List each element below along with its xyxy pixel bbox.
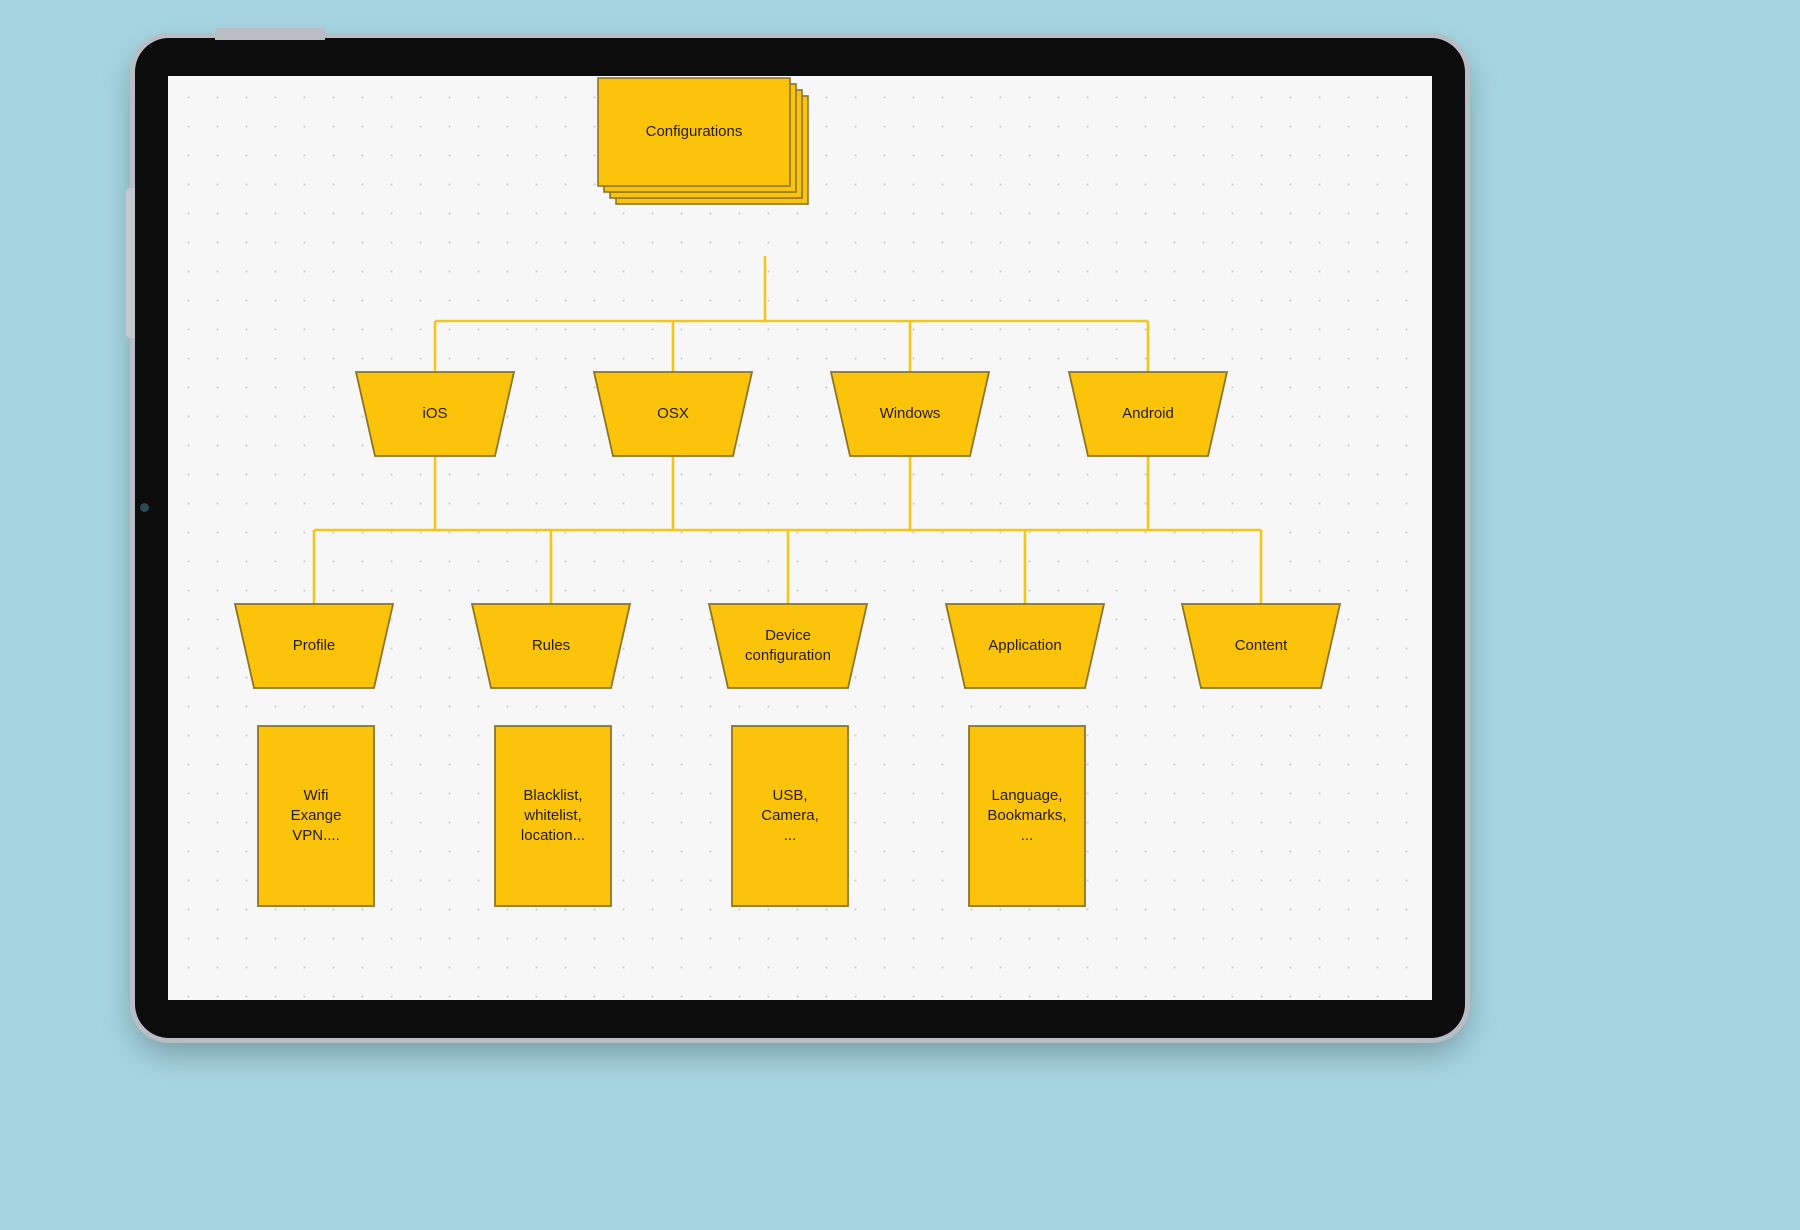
node-rules-shape bbox=[470, 603, 632, 689]
node-device-configuration-shape bbox=[707, 603, 869, 689]
level3-node-group[interactable] bbox=[233, 603, 1342, 689]
node-ios-shape bbox=[354, 371, 516, 457]
diagram-canvas[interactable]: Configurations iOS OSX Windows Android P… bbox=[168, 76, 1432, 1000]
node-application-shape bbox=[944, 603, 1106, 689]
node-profile-shape bbox=[233, 603, 395, 689]
tablet-side-bezel bbox=[126, 188, 135, 338]
node-application-detail-shape bbox=[968, 725, 1086, 907]
connector-group bbox=[312, 256, 1263, 604]
node-content-shape bbox=[1180, 603, 1342, 689]
node-configurations[interactable] bbox=[597, 77, 809, 205]
node-windows-shape bbox=[829, 371, 991, 457]
tablet-antenna-nub bbox=[215, 28, 325, 40]
level2-node-group[interactable] bbox=[354, 371, 1229, 457]
tablet-device-frame: Configurations iOS OSX Windows Android P… bbox=[126, 28, 1465, 1038]
node-osx-shape bbox=[592, 371, 754, 457]
camera-icon bbox=[140, 503, 149, 512]
node-profile-detail-shape bbox=[257, 725, 375, 907]
node-device-detail-shape bbox=[731, 725, 849, 907]
node-rules-detail-shape bbox=[494, 725, 612, 907]
diagram-svg bbox=[233, 77, 1342, 907]
level4-node-group[interactable] bbox=[257, 725, 1086, 907]
node-android-shape bbox=[1067, 371, 1229, 457]
configurations-stack-layer-1 bbox=[597, 77, 791, 187]
